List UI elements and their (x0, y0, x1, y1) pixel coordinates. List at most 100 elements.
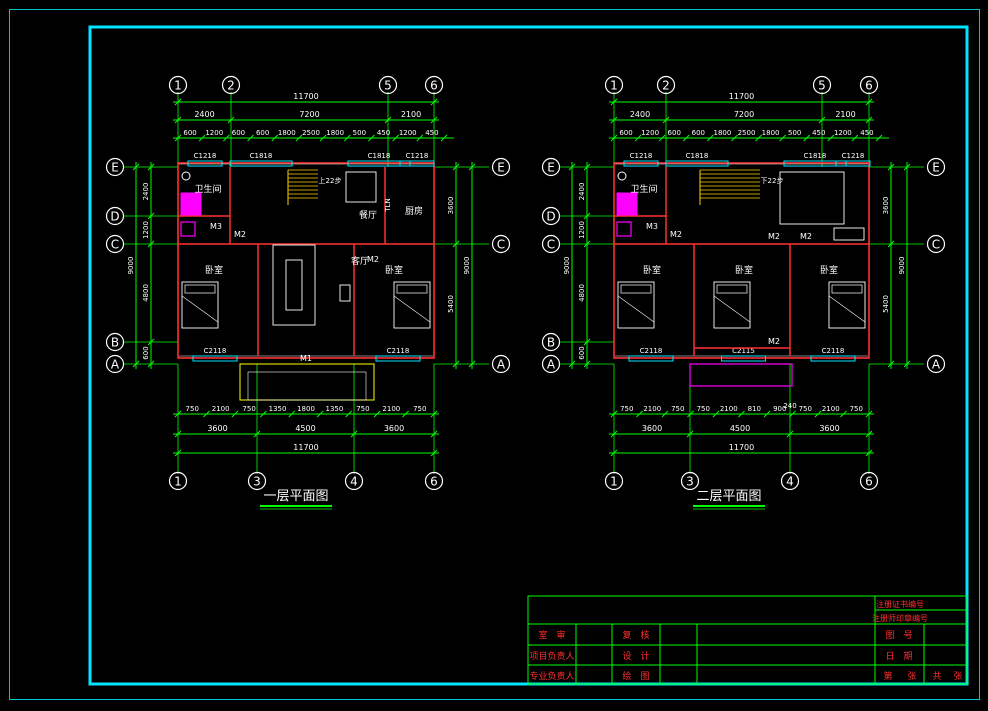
window-bottom (810, 355, 856, 362)
window-bottom (628, 355, 674, 362)
axis-bubble-top-0: 1 (174, 79, 182, 93)
window-bottom (375, 355, 421, 362)
dim-top-fine: 1200 (399, 129, 417, 137)
room-label: 卫生间 (194, 183, 221, 195)
dim-tick (452, 163, 460, 171)
dim-top-fine: 450 (860, 129, 873, 137)
dim-bottom-note: 240 (783, 402, 796, 410)
dim-right: 3600 (447, 197, 455, 215)
dim-bottom-fine: 750 (697, 405, 710, 413)
room-label: 卧室 (385, 264, 403, 276)
axis-bubble-left-3: B (547, 336, 555, 350)
dim-tick (887, 360, 895, 368)
axis-bubble-right-1-circle (491, 234, 511, 254)
dim-top-fine: 1200 (205, 129, 223, 137)
dim-tick (147, 360, 155, 368)
tb-sheet-1: 张 (907, 671, 916, 682)
dim-tick (887, 163, 895, 171)
window-top (835, 160, 871, 167)
tb-label-right-1: 日 期 (885, 651, 912, 662)
window-top-label: C1218 (406, 152, 429, 160)
bed-cover-line (713, 295, 751, 323)
fridge-label: TLN (384, 198, 392, 212)
dim-top-fine: 600 (183, 129, 196, 137)
dim-tick (865, 410, 873, 418)
plan-title: 一层平面图 (263, 489, 328, 504)
axis-bubble-bottom-3: 6 (865, 475, 873, 489)
dim-tick (253, 430, 261, 438)
dim-tick (610, 410, 618, 418)
dim-tick (430, 449, 438, 457)
dim-tick (840, 410, 847, 418)
bed-cover-line (181, 295, 219, 323)
dim-tick (583, 212, 591, 220)
door-label: M2 (670, 230, 682, 239)
axis-bubble-top-3-circle (424, 75, 444, 95)
dim-top-fine: 450 (377, 129, 390, 137)
dim-tick (147, 212, 155, 220)
dim-tick (247, 134, 254, 142)
stair-label: 下22步 (761, 177, 784, 185)
dim-tick (430, 430, 438, 438)
dim-tick (384, 116, 392, 124)
dim-tick (174, 449, 182, 457)
stair-label: 上22步 (319, 176, 342, 185)
sofa-set-icon (779, 171, 845, 225)
dim-tick (903, 360, 911, 368)
axis-bubble-top-1: 2 (227, 79, 235, 93)
room-label: 卫生间 (630, 183, 657, 195)
tb-label-mid-2: 绘 图 (622, 670, 649, 682)
dim-tick (568, 360, 576, 368)
pillow-icon (716, 284, 748, 294)
dim-tick (174, 116, 182, 124)
axis-bubble-top-2: 5 (818, 79, 826, 93)
dim-tick (147, 240, 155, 248)
toilet-icon (181, 171, 191, 181)
toilet-icon (617, 171, 627, 181)
room-label: 厨房 (405, 205, 423, 217)
coffee-table-icon (285, 259, 303, 311)
pillow-icon (396, 284, 428, 294)
dim-top-fine: 1800 (278, 129, 296, 137)
axis-bubble-top-0: 1 (610, 79, 618, 93)
door-label: M2 (800, 232, 812, 241)
dim-tick (712, 410, 720, 418)
dim-tick (610, 134, 618, 142)
dim-tick (568, 163, 576, 171)
dim-top-mid: 2400 (194, 110, 214, 119)
dim-left-total: 9000 (563, 257, 571, 275)
dim-bottom-mid: 3600 (819, 424, 839, 433)
dim-tick (814, 410, 822, 418)
window-bottom-label: C2118 (204, 347, 227, 355)
window-top-label: C1218 (630, 152, 653, 160)
dim-bottom-fine: 2100 (212, 405, 230, 413)
axis-bubble-bottom-1-circle (680, 471, 700, 491)
axis-bubble-right-1-circle (926, 234, 946, 254)
dim-tick (416, 134, 424, 142)
tb-label-left-1: 项目负责人 (529, 650, 574, 662)
dim-tick (132, 163, 140, 171)
axis-bubble-bottom-0: 1 (174, 475, 182, 489)
axis-bubble-bottom-2: 4 (786, 475, 794, 489)
window-bottom (192, 355, 238, 362)
axis-bubble-top-2-circle (378, 75, 398, 95)
axis-bubble-bottom-0-circle (604, 471, 624, 491)
dim-tick (903, 163, 911, 171)
dim-top-fine: 1800 (762, 129, 780, 137)
window-top-label: C1818 (368, 152, 391, 160)
tb-sheet-3: 张 (953, 671, 962, 682)
dim-bottom-fine: 750 (413, 405, 426, 413)
axis-bubble-left-0: E (111, 161, 119, 175)
window-top (347, 160, 411, 167)
dim-bottom-mid: 3600 (642, 424, 662, 433)
shower-icon (180, 221, 196, 237)
dim-bottom-fine: 750 (186, 405, 199, 413)
dim-tick (865, 449, 873, 457)
dim-bottom-mid: 3600 (207, 424, 227, 433)
shower-icon (616, 221, 632, 237)
sofa-icon (272, 244, 316, 326)
axis-bubble-bottom-1: 3 (253, 475, 261, 489)
